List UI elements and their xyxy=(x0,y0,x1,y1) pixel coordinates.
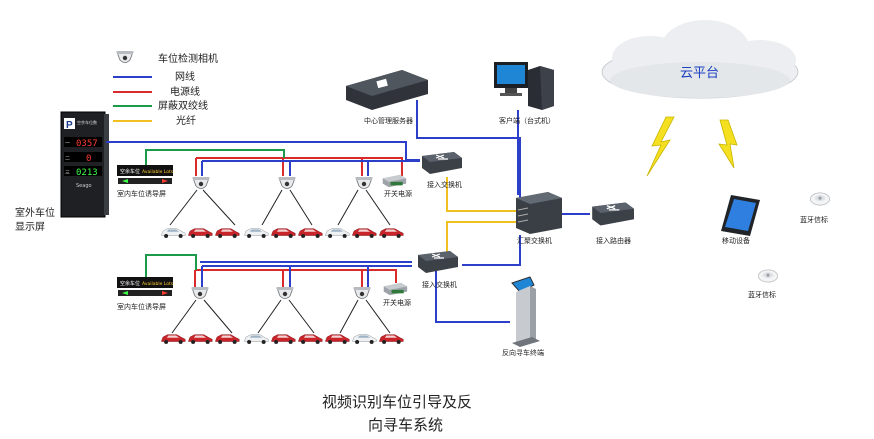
camera-icon xyxy=(191,286,209,299)
parking-p-icon xyxy=(64,118,75,129)
camera-icon xyxy=(353,286,371,299)
car-icon xyxy=(188,334,213,345)
car-icon xyxy=(244,334,269,345)
aggregation-switch-label: 汇聚交换机 xyxy=(517,236,552,245)
bluetooth-beacon-icon xyxy=(809,192,831,206)
client-desktop-icon xyxy=(494,62,554,110)
display-value-2: 0 xyxy=(86,154,91,164)
car-icon xyxy=(352,228,377,239)
camera-icon xyxy=(355,176,373,189)
camera-legend-icon xyxy=(116,50,134,63)
indoor-guide-label-2: 室内车位诱导屏 xyxy=(117,302,166,311)
access-switch-icon xyxy=(417,250,458,274)
diagram-title-line2: 向寻车系统 xyxy=(368,416,443,434)
car-icon xyxy=(379,228,404,239)
car-icon xyxy=(298,334,323,345)
switch-power-label-2: 开关电源 xyxy=(383,298,411,307)
car-icon xyxy=(325,334,350,345)
display-floor-3: 三 xyxy=(65,170,70,176)
indoor-guide-label-1: 室内车位诱导屏 xyxy=(117,189,166,198)
kiosk-label: 反向寻车终端 xyxy=(502,348,544,357)
switch-power-label-1: 开关电源 xyxy=(384,189,412,198)
guide-screen-left-text: 空余车位 xyxy=(120,280,140,287)
car-icon xyxy=(215,228,240,239)
legend-power-label: 电源线 xyxy=(170,85,200,98)
legend-shielded-label: 屏蔽双绞线 xyxy=(158,99,208,112)
access-router-icon xyxy=(591,201,634,227)
cloud-platform-icon xyxy=(601,20,799,99)
display-header: 空余车位数 xyxy=(77,119,97,125)
car-icon xyxy=(271,228,296,239)
indoor-guide-screen-1: 空余车位 Available Lots xyxy=(117,165,174,184)
outdoor-parking-display: P 空余车位数 一 0357 二 0 三 0213 Seago xyxy=(60,111,109,218)
central-server-label: 中心管理服务器 xyxy=(364,116,413,125)
reverse-finding-kiosk-icon xyxy=(511,276,540,347)
legend-fiber-label: 光纤 xyxy=(176,114,196,127)
display-footer: Seago xyxy=(76,183,92,189)
outdoor-screen-label-line1: 室外车位 xyxy=(15,206,55,219)
car-icon xyxy=(215,334,240,345)
outdoor-screen-label-line2: 显示屏 xyxy=(15,221,45,233)
display-floor-2: 二 xyxy=(65,156,70,162)
power-cables xyxy=(194,157,403,287)
camera-icon xyxy=(278,176,296,189)
display-brand: P xyxy=(66,120,73,131)
camera-network-cables xyxy=(201,160,420,287)
diagram-title-line1: 视频识别车位引导及反 xyxy=(322,393,472,411)
car-icon xyxy=(325,228,350,239)
car-icon xyxy=(271,334,296,345)
access-switch-label-2: 接入交换机 xyxy=(422,280,457,289)
beacon-label-2: 蓝牙信标 xyxy=(748,290,776,299)
indoor-guide-screen-2: 空余车位 Available Lots xyxy=(117,277,174,296)
camera-icon xyxy=(276,286,294,299)
central-server-icon xyxy=(346,70,428,110)
legend-camera-label: 车位检测相机 xyxy=(158,52,218,65)
legend-network-label: 网线 xyxy=(175,70,195,83)
car-icon xyxy=(161,228,186,239)
guide-screen-left-text: 空余车位 xyxy=(120,168,140,175)
fiber-cables xyxy=(446,177,520,262)
display-value-3: 0213 xyxy=(76,168,98,178)
camera-icon xyxy=(192,176,210,189)
wireless-bolt-icon xyxy=(718,119,738,169)
beacon-label-1: 蓝牙信标 xyxy=(800,215,828,224)
guide-screen-right-text: Available Lots xyxy=(142,169,174,175)
shielded-cables xyxy=(145,149,285,280)
access-switch-icon xyxy=(421,151,462,175)
car-icon xyxy=(352,334,377,345)
car-icon xyxy=(188,228,213,239)
car-icon xyxy=(379,334,404,345)
car-icon xyxy=(161,334,186,345)
wireless-bolt-icon xyxy=(646,116,675,177)
car-icon xyxy=(298,228,323,239)
cloud-label: 云平台 xyxy=(680,66,719,81)
guide-screen-right-text: Available Lots xyxy=(142,281,174,287)
bluetooth-beacon-icon xyxy=(757,269,779,283)
aggregation-switch-icon xyxy=(516,192,562,234)
switch-power-icon xyxy=(383,282,408,296)
mobile-device-icon xyxy=(721,195,760,236)
client-label: 客户端（台式机） xyxy=(499,116,555,125)
access-router-label: 接入路由器 xyxy=(596,236,631,245)
switch-power-icon xyxy=(382,174,407,188)
car-icon xyxy=(244,228,269,239)
display-value-1: 0357 xyxy=(76,139,98,149)
access-switch-label-1: 接入交换机 xyxy=(427,180,462,189)
mobile-label: 移动设备 xyxy=(722,236,750,245)
display-floor-1: 一 xyxy=(65,141,70,147)
camera-coverage-lines xyxy=(169,189,391,334)
